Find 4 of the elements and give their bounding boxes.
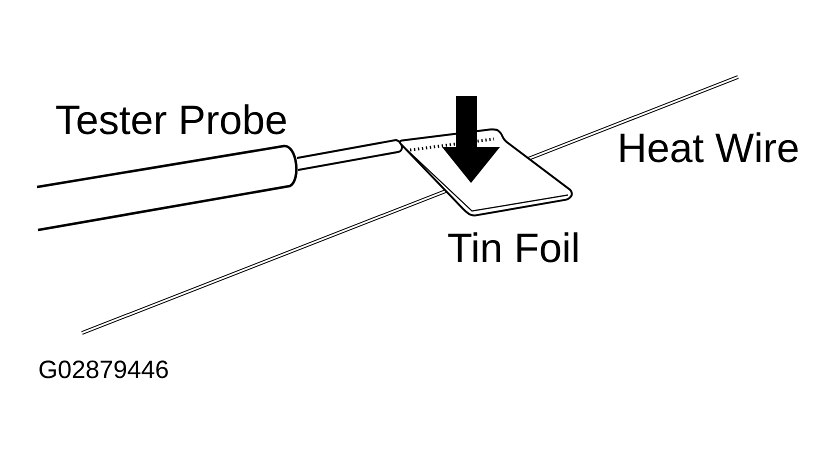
part-label: Tester Probe xyxy=(56,104,286,134)
part-label: Heat Wire xyxy=(620,132,798,162)
figure-number: G02879446 xyxy=(40,360,168,378)
part-label: Tin Foil xyxy=(448,232,578,262)
